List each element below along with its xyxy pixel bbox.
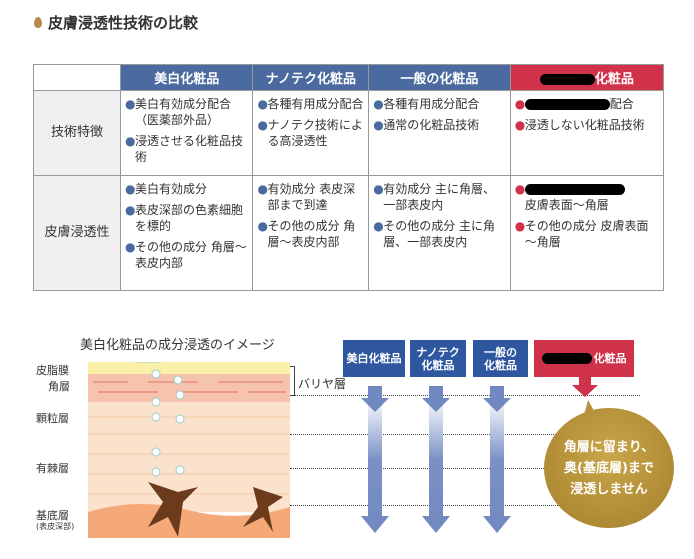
header-redacted: 化粧品 xyxy=(509,64,665,91)
layer-label: (表皮深部) xyxy=(36,522,75,531)
layer-label: 皮脂膜 xyxy=(36,364,69,377)
comparison-table: 美白化粧品 ナノテク化粧品 一般の化粧品 化粧品 技術特徴 ●美白有効成分配合（… xyxy=(33,64,665,291)
page-title: 皮膚浸透性技術の比較 xyxy=(34,12,198,33)
layer-label: 有棘層 xyxy=(36,462,69,475)
skin-illustration xyxy=(88,362,290,538)
header-general: 一般の化粧品 xyxy=(368,64,511,91)
box-redacted: 化粧品 xyxy=(534,340,634,377)
layer-label: 基底層 xyxy=(36,509,69,522)
header-whitening: 美白化粧品 xyxy=(119,64,254,91)
arrow-down-icon xyxy=(361,386,389,533)
row-label: 皮膚浸透性 xyxy=(33,175,121,291)
box-general: 一般の化粧品 xyxy=(473,340,528,377)
diagram-title: 美白化粧品の成分浸透のイメージ xyxy=(80,338,275,353)
header-nanotech: ナノテク化粧品 xyxy=(252,64,370,91)
box-whitening: 美白化粧品 xyxy=(343,340,405,377)
box-nanotech: ナノテク化粧品 xyxy=(410,340,466,377)
row-label: 技術特徴 xyxy=(33,90,121,176)
barrier-label: バリヤ層 xyxy=(298,377,347,391)
short-arrow-down-icon xyxy=(572,376,598,397)
layer-label: 顆粒層 xyxy=(36,412,69,425)
callout-bubble: 角層に留まり、奥(基底層)まで浸透しません xyxy=(544,408,674,528)
arrow-down-icon xyxy=(422,386,450,533)
layer-label: 角層 xyxy=(48,380,70,393)
arrow-down-icon xyxy=(483,386,511,533)
drop-icon xyxy=(34,17,42,28)
